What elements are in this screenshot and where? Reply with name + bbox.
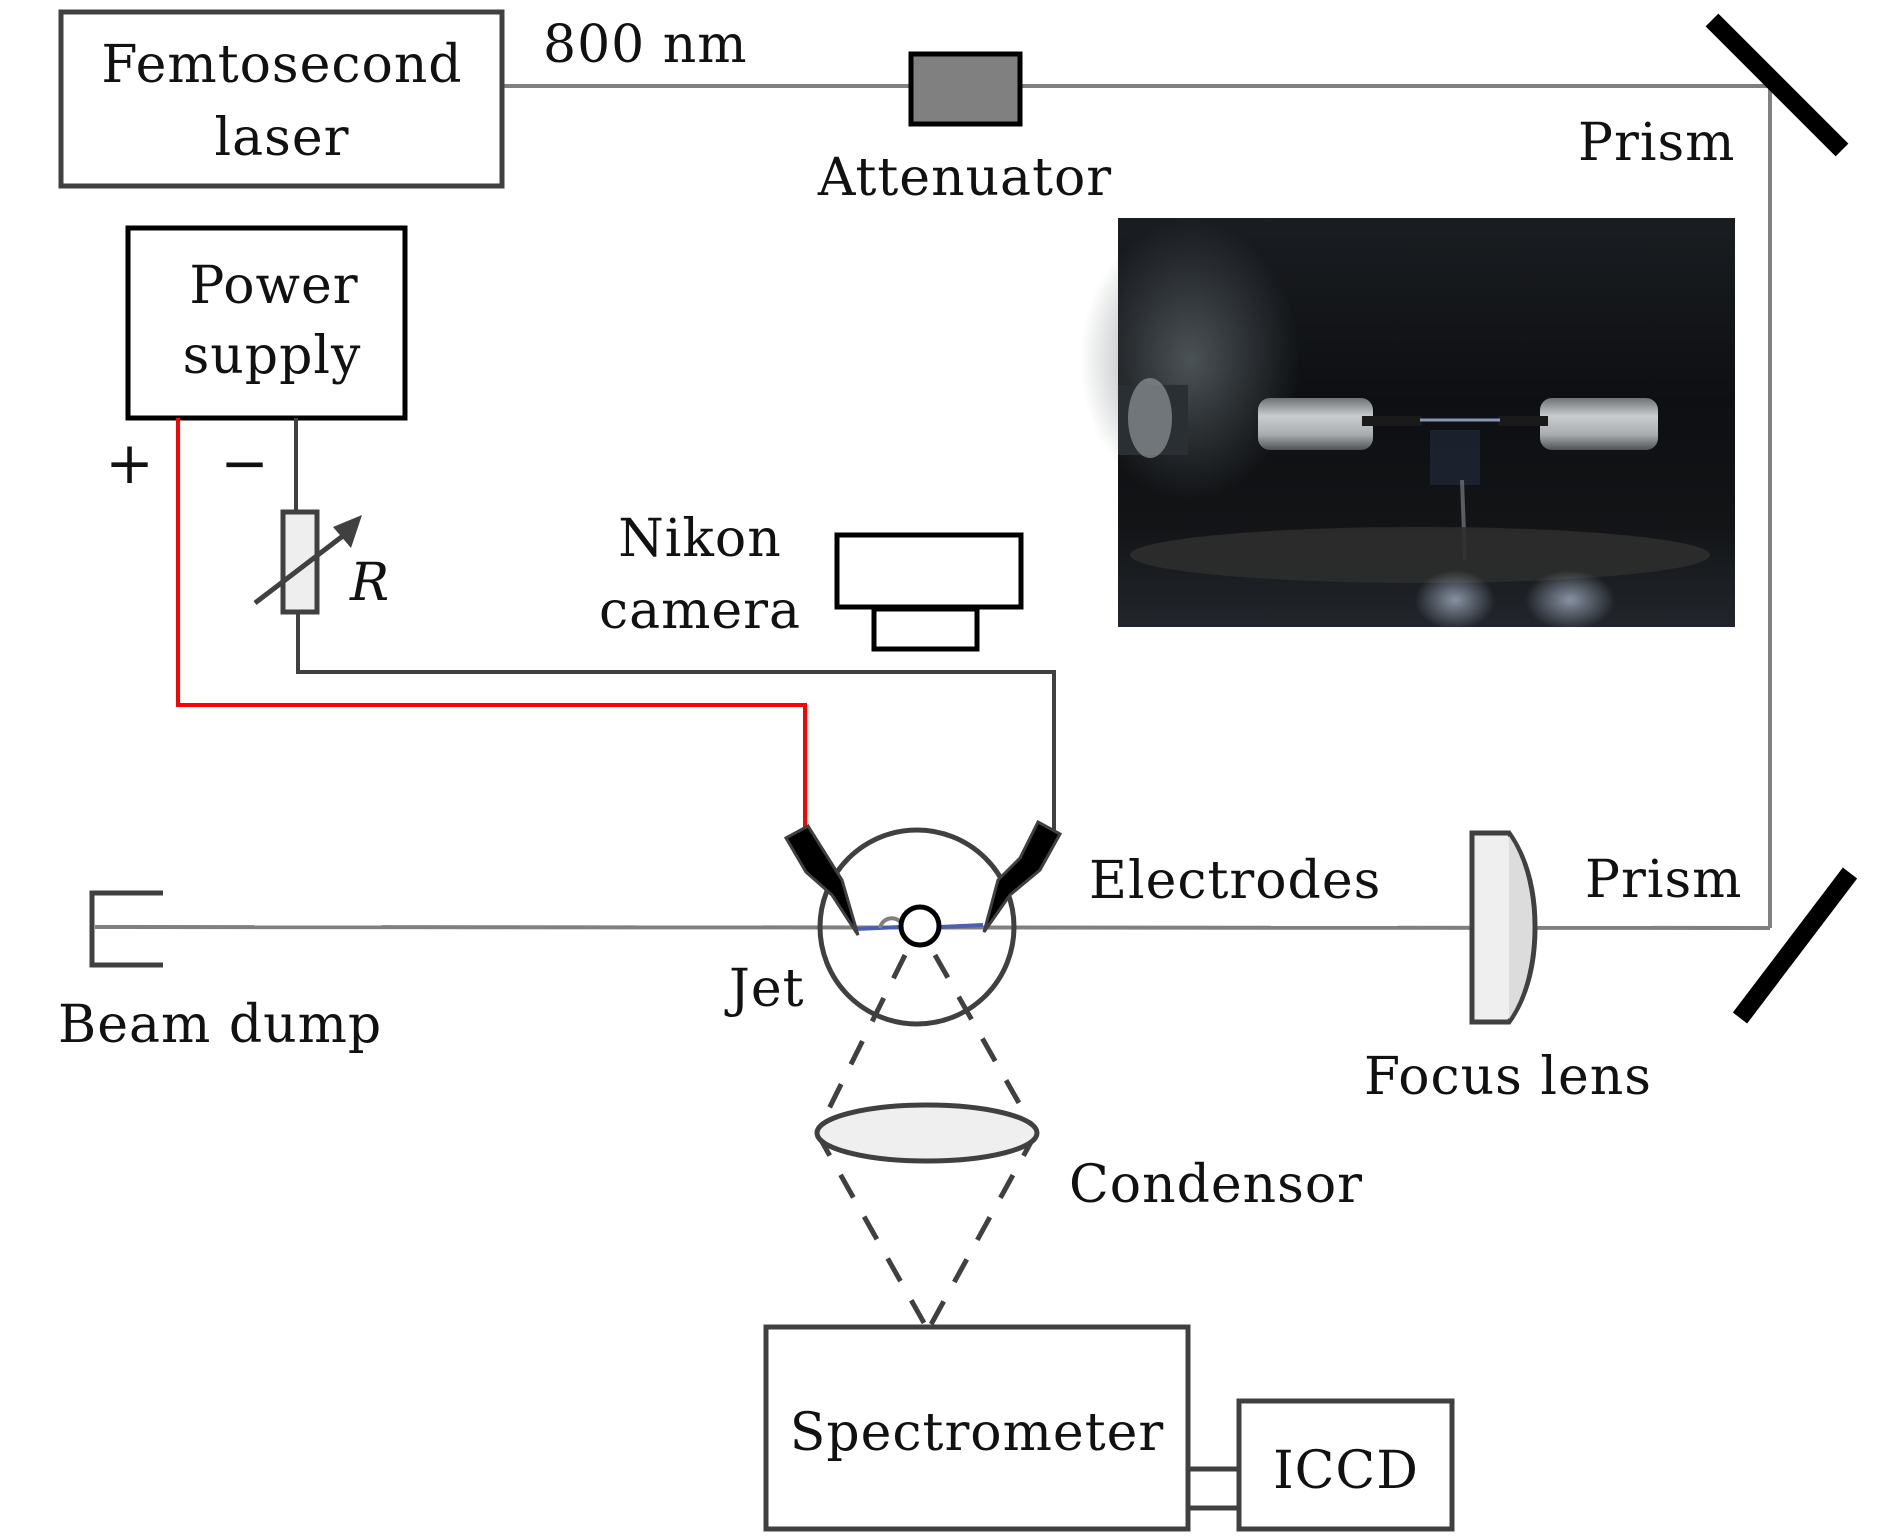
light-cone [814,953,1039,1332]
spectrometer-box [763,1324,1191,1532]
resistor-arrow-shaft [253,530,350,605]
prism-top-mirror-icon [1705,13,1849,157]
laser-box [58,9,505,189]
prism-bottom-label: Prism [1585,850,1742,910]
photo-jet-nozzle [1430,430,1480,485]
cone-upper-left [814,953,908,1135]
prism-bottom: Prism [1585,850,1858,1024]
photo-glow-left [1080,220,1300,500]
photo-left-end [1128,378,1172,458]
cone-lower-right [925,1131,1039,1332]
prism-top-label: Prism [1578,113,1735,173]
variable-resistor: R [253,509,390,615]
electrode-gap-right [939,923,984,929]
iccd-box [1236,1398,1455,1532]
jet-assembly: Jet Electrodes [724,819,1381,1027]
focus-lens-label: Focus lens [1364,1047,1652,1107]
beam-dump: Beam dump [58,890,382,1055]
power-supply-label-line1: Power [189,256,358,316]
positive-terminal-label: + [105,429,155,497]
beam-dump-bracket-icon [89,890,163,968]
photo-left-tip [1362,416,1422,426]
power-supply-label-line2: supply [183,326,362,386]
condensor-label: Condensor [1069,1155,1363,1215]
cone-upper-right [932,953,1039,1135]
nikon-camera: Nikon camera [599,509,1024,652]
electrode-gap-left [854,925,901,931]
photo-right-tip [1498,416,1548,426]
iccd: ICCD [1236,1398,1455,1532]
wavelength-label: 800 nm [543,15,748,75]
camera-label-line1: Nikon [618,509,781,569]
jet-label: Jet [724,959,805,1019]
power-supply: Power supply + − [105,225,408,497]
photo-left-electrode-cylinder [1258,398,1373,450]
attenuator: Attenuator [817,51,1112,208]
left-electrode-icon [783,824,860,936]
electrodes-label: Electrodes [1089,851,1381,911]
negative-terminal-label: − [220,429,270,497]
negative-wire-lower [296,612,1056,832]
femtosecond-laser: Femtosecond laser [58,9,505,189]
prism-bottom-mirror-icon [1732,867,1858,1024]
condensor: Condensor [814,1102,1363,1215]
beam-dump-label: Beam dump [58,995,382,1055]
resistor-arrow-head-icon [333,515,362,548]
camera-label-line2: camera [599,581,801,641]
camera-body-icon [834,532,1024,610]
laser-label-line2: laser [215,108,350,168]
chamber-circle [817,827,1017,1027]
iccd-label: ICCD [1273,1441,1419,1501]
cone-lower-left [814,1131,931,1332]
condensor-lens-icon [814,1102,1040,1164]
spectrometer-label: Spectrometer [790,1403,1164,1463]
photo-table [1130,527,1710,583]
attenuator-label: Attenuator [817,148,1112,208]
positive-wire [176,418,807,838]
photo-reflection-2 [1525,570,1615,630]
camera-lens-icon [871,606,980,652]
spectrometer: Spectrometer [763,1324,1191,1532]
attenuator-block [908,51,1023,127]
photo-right-electrode-cylinder [1540,398,1658,450]
right-electrode-icon [982,819,1063,933]
laser-label-line1: Femtosecond [101,35,462,95]
jet-circle-icon [898,904,942,948]
power-supply-box [125,225,408,421]
resistor-label: R [349,553,390,613]
prism-top: Prism [1578,13,1849,173]
focus-lens: Focus lens [1364,830,1652,1107]
photo-reflection-1 [1415,570,1495,630]
photo-inset [1080,218,1735,630]
focus-lens-shade [1509,836,1532,1019]
